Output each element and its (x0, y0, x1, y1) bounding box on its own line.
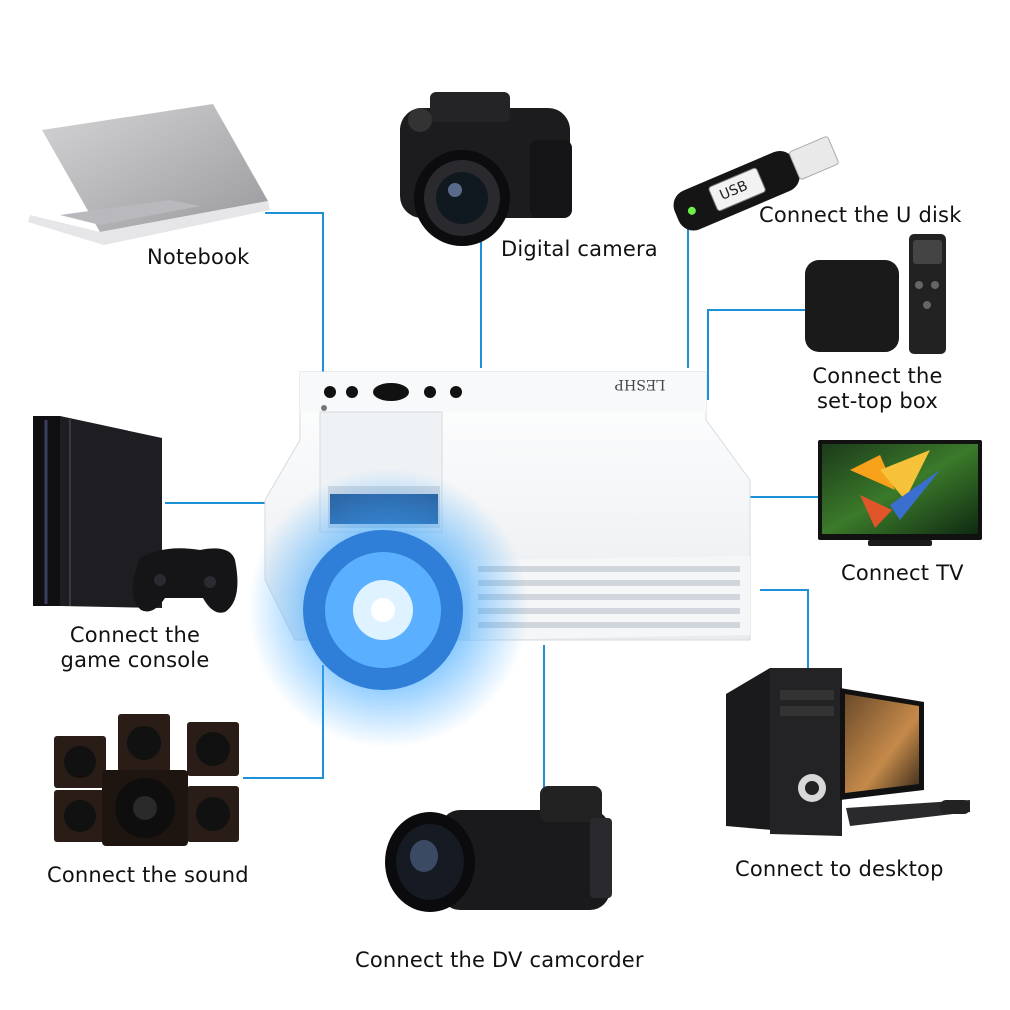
laptop-icon (28, 104, 270, 245)
usb-drive-icon: USB (673, 136, 839, 231)
dslr-camera-icon (400, 92, 572, 246)
game-console-label: Connect the game console (55, 623, 215, 673)
notebook-label: Notebook (147, 245, 250, 269)
digital-camera-label: Digital camera (501, 237, 658, 261)
projector-brand-label: LESHP (615, 376, 666, 392)
projector-lens-icon (248, 468, 528, 748)
game-console-icon (33, 416, 238, 613)
game-console-label-line1: Connect the (69, 623, 201, 647)
u-disk-label: Connect the U disk (759, 203, 962, 227)
speaker-system-icon (54, 714, 239, 846)
set-top-box-icon (805, 234, 946, 354)
set-top-box-label: Connect the set-top box (800, 364, 955, 414)
sound-label: Connect the sound (47, 863, 249, 887)
camcorder-icon (385, 786, 612, 912)
game-console-label-line2: game console (60, 648, 210, 672)
desktop-computer-icon (726, 668, 970, 836)
connection-wires (165, 212, 818, 790)
set-top-box-label-line1: Connect the (812, 364, 943, 388)
desktop-label: Connect to desktop (735, 857, 944, 881)
tv-label: Connect TV (841, 561, 964, 585)
tv-icon (818, 440, 982, 546)
camcorder-label: Connect the DV camcorder (355, 948, 644, 972)
set-top-box-label-line2: set-top box (817, 389, 938, 413)
